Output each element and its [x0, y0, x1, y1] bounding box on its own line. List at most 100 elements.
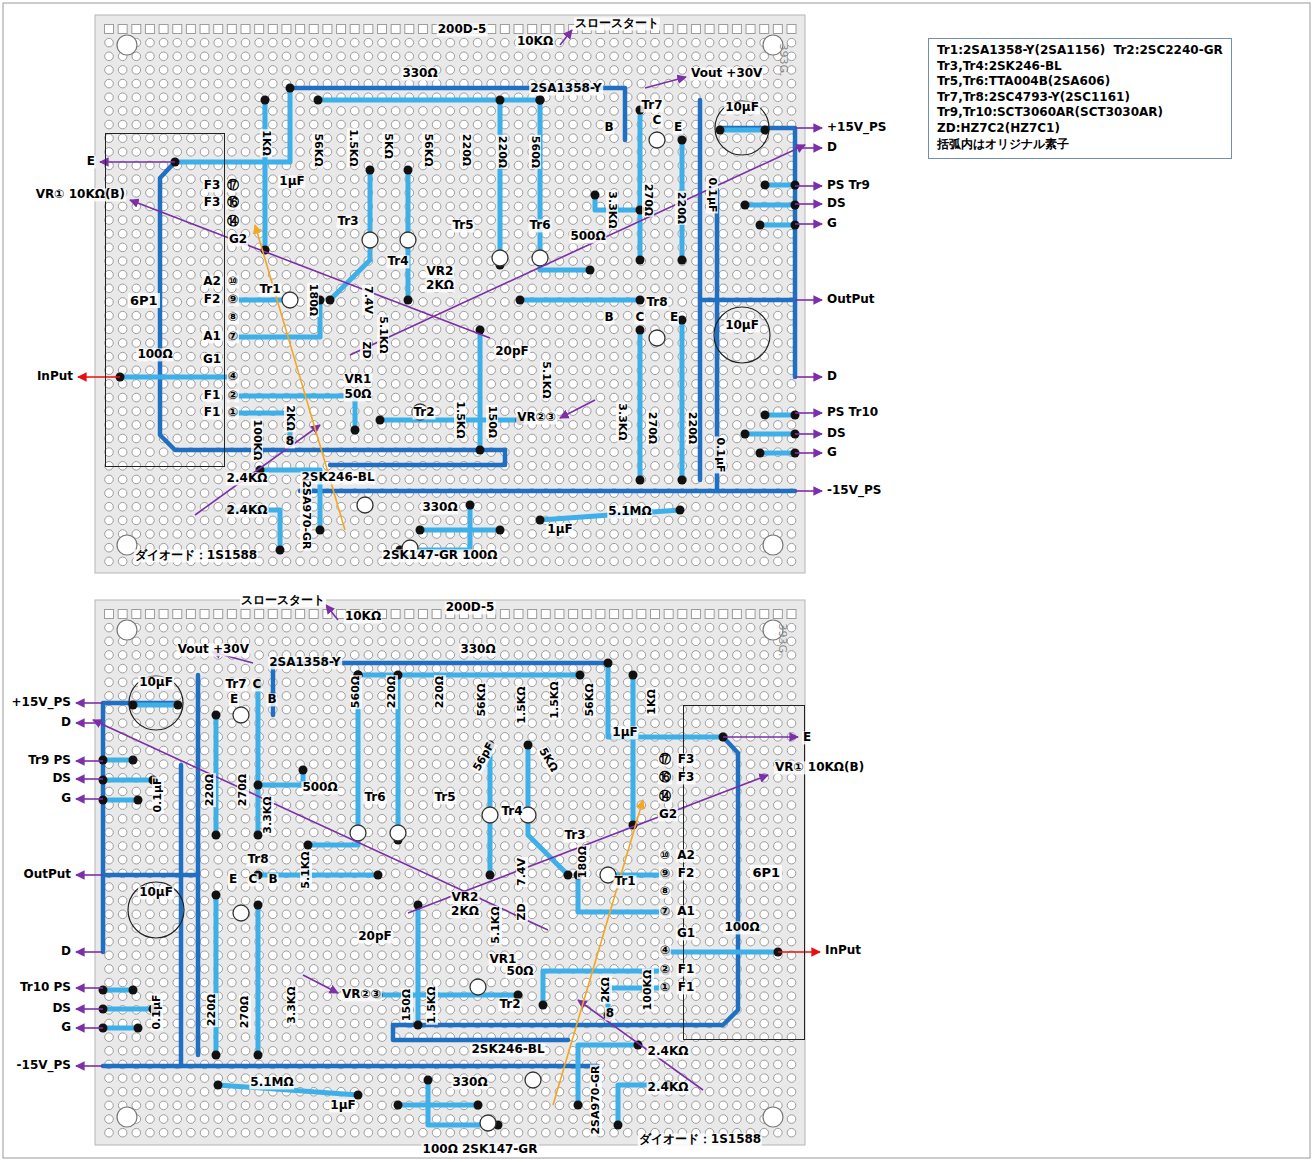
- pad-hole: [664, 530, 673, 539]
- pad-hole: [542, 502, 551, 511]
- pad-hole: [350, 175, 359, 184]
- pad-hole: [323, 38, 332, 47]
- pad-hole: [705, 161, 714, 170]
- pad-hole: [501, 393, 510, 402]
- pad-hole: [555, 175, 564, 184]
- pad-hole: [760, 284, 769, 293]
- pad-hole: [228, 79, 237, 88]
- pad-hole: [159, 66, 168, 75]
- pad-hole: [569, 380, 578, 389]
- pad-hole: [746, 557, 755, 566]
- pad-hole: [501, 270, 510, 279]
- pad-hole: [173, 38, 182, 47]
- pad-hole: [187, 38, 196, 47]
- pad-hole: [269, 38, 278, 47]
- pad-hole: [228, 93, 237, 102]
- pad-hole: [146, 502, 155, 511]
- pad-hole: [514, 557, 523, 566]
- pad-hole: [446, 52, 455, 61]
- pad-hole: [473, 175, 482, 184]
- pad-hole: [296, 421, 305, 430]
- pad-hole: [241, 421, 250, 430]
- pad-hole: [774, 325, 783, 334]
- pad-hole: [309, 216, 318, 225]
- pad-hole: [774, 502, 783, 511]
- pad-hole: [269, 489, 278, 498]
- pad-hole: [760, 270, 769, 279]
- pad-hole: [159, 502, 168, 511]
- pad-hole: [746, 393, 755, 402]
- pad-hole: [582, 530, 591, 539]
- pad-hole: [200, 66, 209, 75]
- pad-hole: [555, 216, 564, 225]
- pad-hole: [473, 311, 482, 320]
- pad-hole: [610, 339, 619, 348]
- pad-hole: [378, 434, 387, 443]
- pad-hole: [378, 407, 387, 416]
- pad-hole: [514, 311, 523, 320]
- pad-hole: [269, 352, 278, 361]
- pad-hole: [214, 107, 223, 116]
- pad-hole: [705, 543, 714, 552]
- pad-hole: [378, 257, 387, 266]
- pad-hole: [419, 393, 428, 402]
- pad-hole: [542, 120, 551, 129]
- pad-hole: [350, 202, 359, 211]
- pad-hole: [364, 148, 373, 157]
- pad-hole: [555, 161, 564, 170]
- pad-hole: [582, 52, 591, 61]
- pad-hole: [296, 107, 305, 116]
- pad-hole: [623, 393, 632, 402]
- pad-hole: [378, 161, 387, 170]
- pad-hole: [774, 270, 783, 279]
- pad-hole: [269, 79, 278, 88]
- pad-hole: [473, 257, 482, 266]
- pad-hole: [350, 38, 359, 47]
- pad-hole: [528, 284, 537, 293]
- pad-hole: [774, 243, 783, 252]
- pad-hole: [678, 93, 687, 102]
- pad-hole: [364, 66, 373, 75]
- pad-hole: [337, 148, 346, 157]
- pad-hole: [173, 107, 182, 116]
- pad-hole: [569, 284, 578, 293]
- pad-hole: [569, 434, 578, 443]
- pad-hole: [432, 202, 441, 211]
- pad-hole: [473, 202, 482, 211]
- pad-hole: [555, 243, 564, 252]
- pad-hole: [405, 107, 414, 116]
- pad-hole: [391, 38, 400, 47]
- pad-hole: [364, 120, 373, 129]
- pad-hole: [214, 66, 223, 75]
- pad-hole: [364, 516, 373, 525]
- pad-hole: [569, 393, 578, 402]
- pad-hole: [705, 52, 714, 61]
- pad-hole: [774, 257, 783, 266]
- pad-hole: [473, 107, 482, 116]
- pad-hole: [241, 216, 250, 225]
- pad-hole: [760, 189, 769, 198]
- pad-hole: [501, 66, 510, 75]
- pad-hole: [582, 393, 591, 402]
- pad-hole: [705, 434, 714, 443]
- pad-hole: [309, 175, 318, 184]
- pad-hole: [514, 462, 523, 471]
- pad-hole: [501, 38, 510, 47]
- pad-hole: [610, 380, 619, 389]
- pad-hole: [241, 257, 250, 266]
- pad-hole: [105, 530, 114, 539]
- pad-hole: [473, 243, 482, 252]
- pad-hole: [228, 52, 237, 61]
- pad-hole: [255, 489, 264, 498]
- pad-hole: [623, 52, 632, 61]
- pad-hole: [733, 38, 742, 47]
- pad-hole: [733, 502, 742, 511]
- pad-hole: [596, 270, 605, 279]
- pad-hole: [173, 502, 182, 511]
- pad-hole: [446, 134, 455, 143]
- pad-hole: [501, 502, 510, 511]
- pad-hole: [719, 148, 728, 157]
- pad-hole: [501, 543, 510, 552]
- pad-hole: [282, 380, 291, 389]
- pad-hole: [569, 366, 578, 375]
